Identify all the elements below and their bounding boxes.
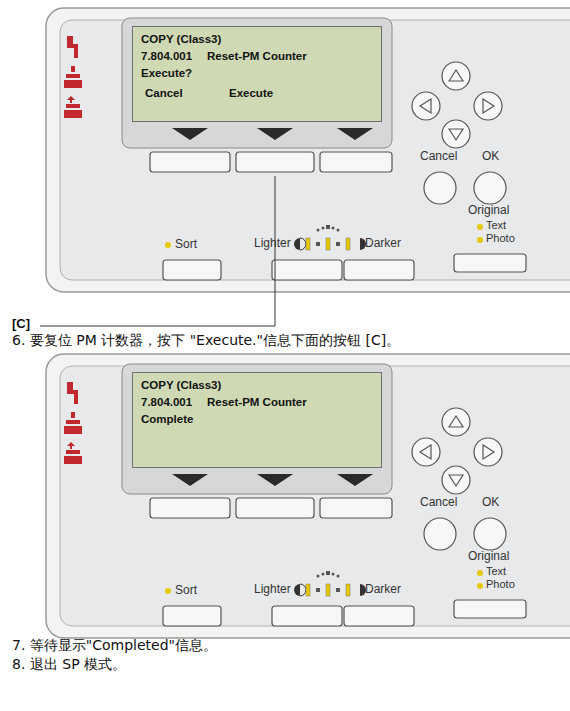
key-label: Original bbox=[468, 204, 509, 218]
lcd-text: 7.804.001 bbox=[141, 396, 192, 409]
control-panel bbox=[46, 8, 570, 292]
key-label: Lighter bbox=[254, 583, 291, 597]
mode-label: Photo bbox=[486, 232, 515, 245]
mode-label: Photo bbox=[486, 578, 515, 591]
key-label: Darker bbox=[365, 237, 401, 251]
control-panel bbox=[46, 354, 570, 638]
key-label: OK bbox=[482, 496, 499, 510]
lcd-text: Execute? bbox=[141, 67, 192, 80]
key-label: OK bbox=[482, 150, 499, 164]
mode-label: Text bbox=[486, 219, 506, 232]
step-text: 6. 要复位 PM 计数器，按下 "Execute."信息下面的按钮 [C]。 bbox=[12, 332, 400, 348]
step-text: 8. 退出 SP 模式。 bbox=[12, 656, 126, 672]
lcd-text: Complete bbox=[141, 413, 193, 426]
lcd-text: Execute bbox=[229, 87, 273, 100]
lcd-text: Cancel bbox=[145, 87, 183, 100]
lcd-screen: COPY (Class3) 7.804.001 Reset-PM CounterEx… bbox=[132, 26, 382, 122]
mode-label: Text bbox=[486, 565, 506, 578]
lcd-text: COPY (Class3) bbox=[141, 33, 221, 46]
step-text: 7. 等待显示"Completed"信息。 bbox=[12, 637, 217, 653]
lcd-text: Reset-PM Counter bbox=[207, 396, 307, 409]
leader-line bbox=[40, 176, 275, 326]
key-label: Lighter bbox=[254, 237, 291, 251]
lcd-screen: COPY (Class3) 7.804.001 Reset-PM CounterCo… bbox=[132, 372, 382, 468]
lcd-text: 7.804.001 bbox=[141, 50, 192, 63]
lcd-text: Reset-PM Counter bbox=[207, 50, 307, 63]
key-label: Cancel bbox=[420, 496, 457, 510]
key-label: Darker bbox=[365, 583, 401, 597]
key-label: Cancel bbox=[420, 150, 457, 164]
key-label: Sort bbox=[175, 238, 197, 252]
key-label: Sort bbox=[175, 584, 197, 598]
callout-letter: [C] bbox=[12, 317, 30, 332]
lcd-text: COPY (Class3) bbox=[141, 379, 221, 392]
key-label: Original bbox=[468, 550, 509, 564]
